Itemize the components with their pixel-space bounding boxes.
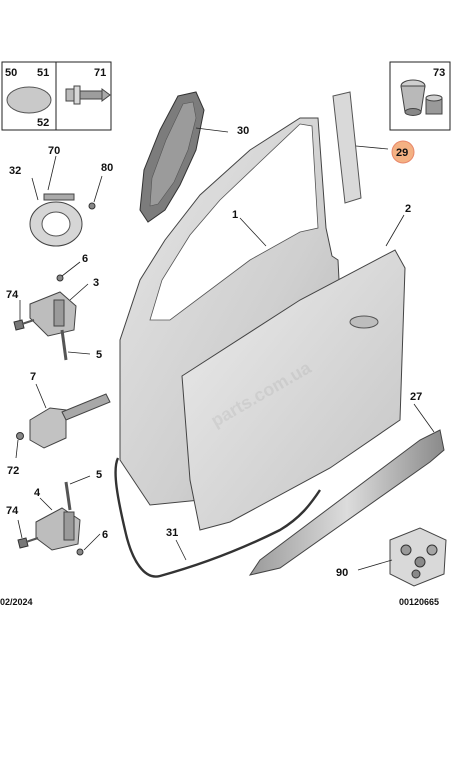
screw-part-72[interactable] [16,432,24,440]
inset-box-50-51-52-71 [1,61,112,131]
label-74-upper[interactable]: 74 [6,289,19,301]
label-4[interactable]: 4 [34,487,41,499]
check-strap-part-7[interactable] [29,393,111,449]
label-2[interactable]: 2 [405,203,411,215]
label-7[interactable]: 7 [30,371,36,383]
label-32[interactable]: 32 [9,165,21,177]
label-5-upper[interactable]: 5 [96,349,102,361]
label-80[interactable]: 80 [101,162,113,174]
highlight-badge-29 [391,140,415,164]
bolt-part-74-upper[interactable] [13,319,35,331]
label-70[interactable]: 70 [48,145,60,157]
clip-kit-part-90[interactable] [389,527,447,587]
label-52[interactable]: 52 [37,117,49,129]
pin-part-5-lower[interactable] [64,481,72,511]
label-73[interactable]: 73 [433,67,445,79]
label-5-lower[interactable]: 5 [96,469,102,481]
nut-part-6-lower[interactable] [76,548,84,556]
label-6-upper[interactable]: 6 [82,253,88,265]
label-31[interactable]: 31 [166,527,178,539]
part-number-labels: 50 51 52 71 73 30 29 70 80 32 1 2 6 3 74… [5,67,445,579]
hinge-lower-part-4[interactable] [35,507,81,551]
diagram-date: 02/2024 [0,597,33,607]
leader-lines [15,127,435,571]
rivet-nut-part-73[interactable] [400,79,443,116]
nut-part-6-upper[interactable] [56,274,64,282]
hinge-upper-part-3[interactable] [29,291,77,337]
plug-part-51[interactable] [6,86,52,114]
door-window-opening [149,123,319,321]
outer-skin-part-2[interactable] [181,249,406,531]
label-72[interactable]: 72 [7,465,19,477]
label-1[interactable]: 1 [232,209,238,221]
pin-part-5-upper[interactable] [60,329,68,361]
label-30[interactable]: 30 [237,125,249,137]
label-74-lower[interactable]: 74 [6,505,19,517]
bolt-part-74-lower[interactable] [17,537,39,549]
screw-part-80[interactable] [88,202,96,210]
label-71[interactable]: 71 [94,67,106,79]
speaker-ring-part-32[interactable] [29,193,83,247]
label-51[interactable]: 51 [37,67,49,79]
inset-box-73 [389,61,451,131]
clip-part-71[interactable] [65,85,111,105]
label-29[interactable]: 29 [396,147,408,159]
label-27[interactable]: 27 [410,391,422,403]
diagram-code: 00120665 [399,597,440,607]
label-50[interactable]: 50 [5,67,17,79]
door-handle-recess [349,315,379,329]
inner-panel-detail [149,101,197,207]
label-90[interactable]: 90 [336,567,348,579]
lower-moulding-part-27[interactable] [248,429,445,576]
label-6-lower[interactable]: 6 [102,529,108,541]
door-seal-part-31[interactable] [114,457,321,578]
pillar-trim-part-29[interactable] [332,91,362,204]
label-3[interactable]: 3 [93,277,99,289]
